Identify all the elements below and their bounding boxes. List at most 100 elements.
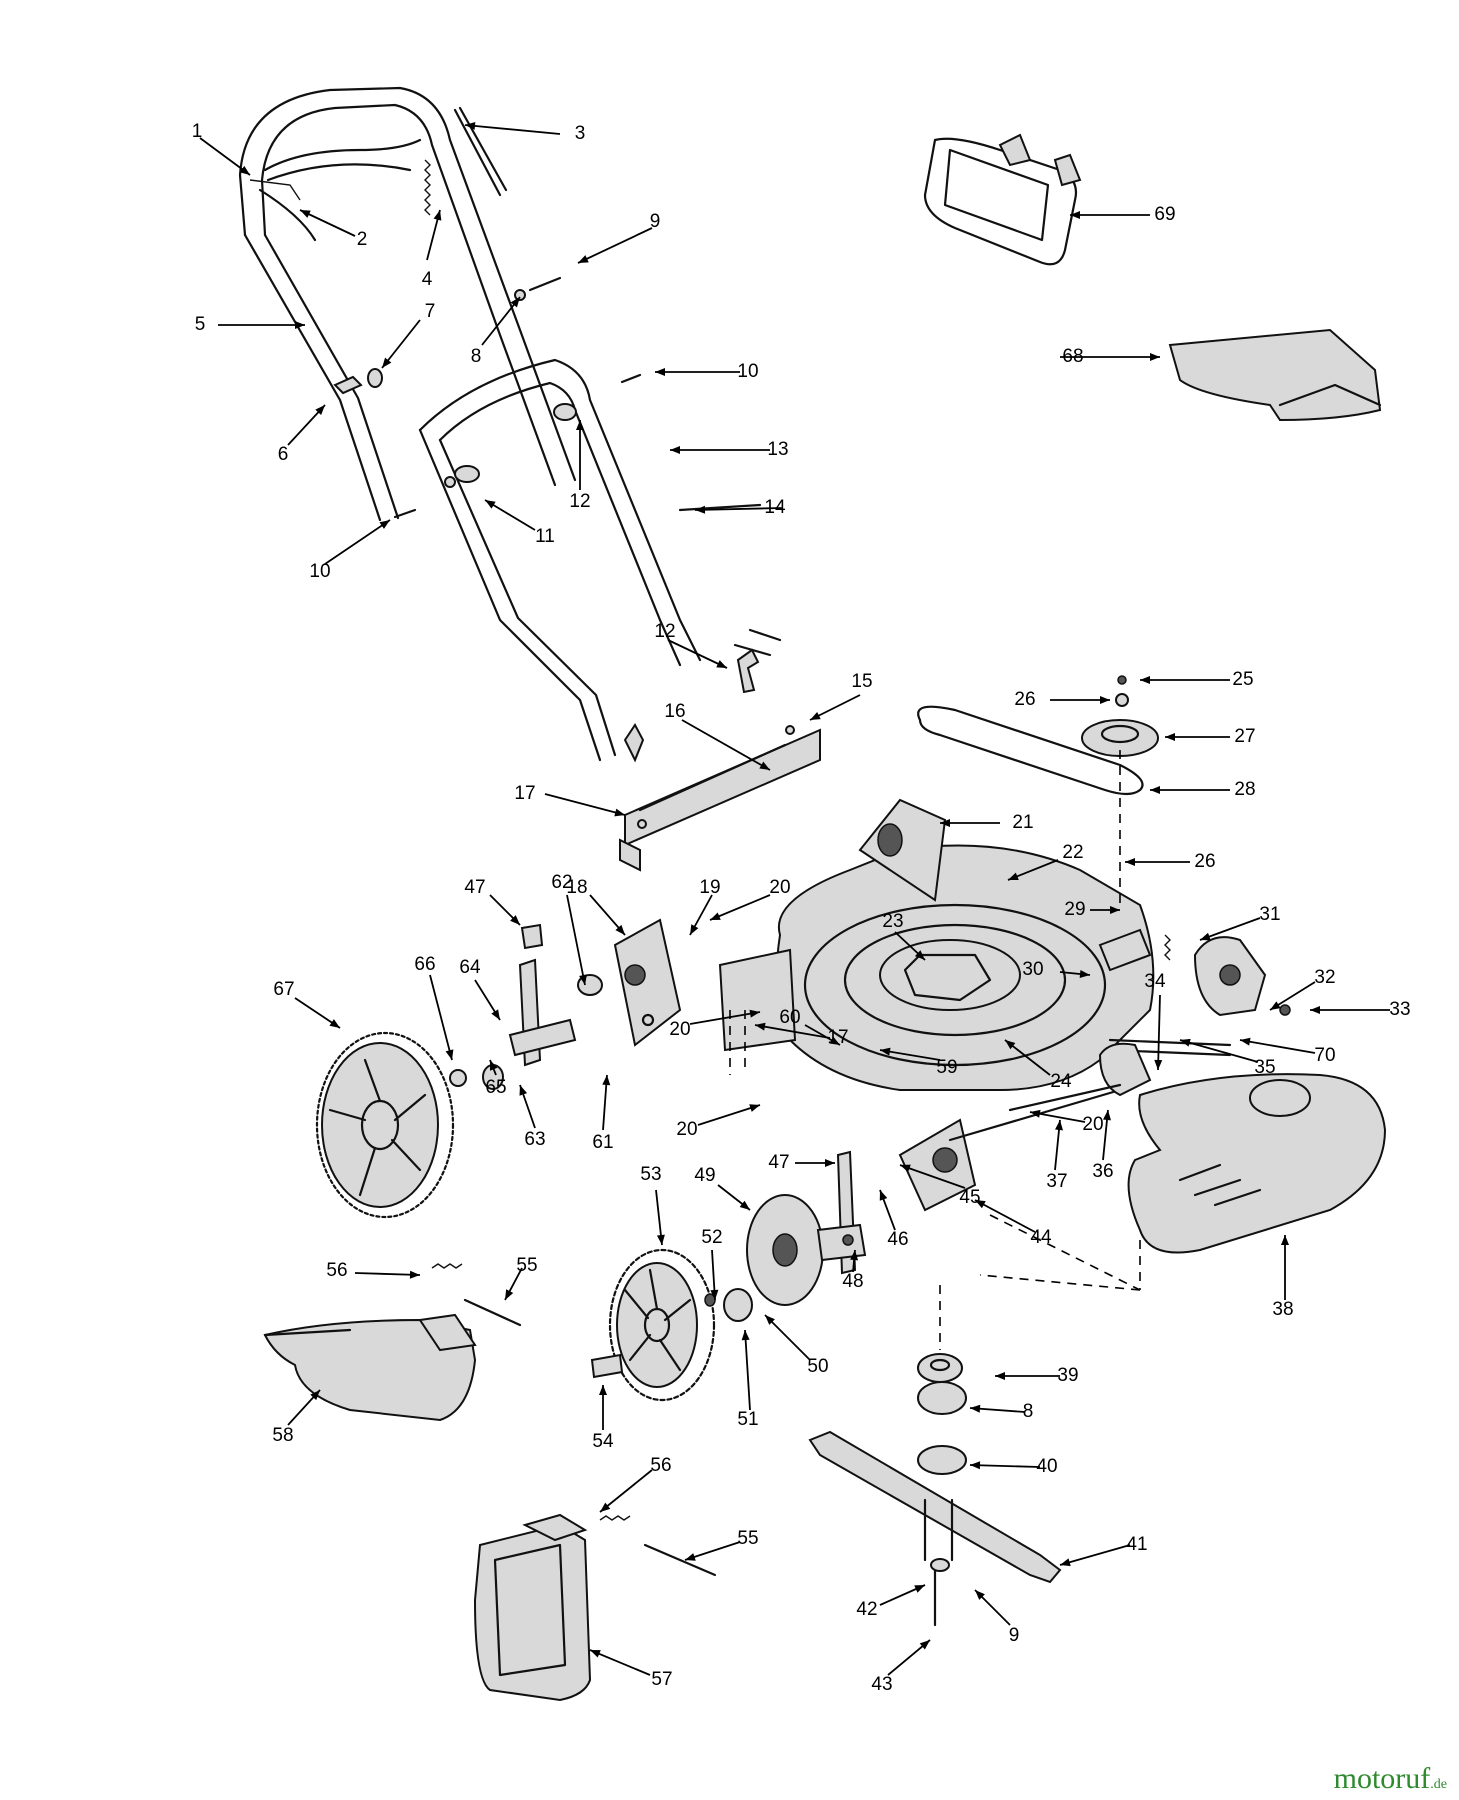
callout-arrowhead (599, 1385, 607, 1395)
callout-arrowhead (850, 1250, 859, 1261)
callout-20: 18 (566, 877, 626, 936)
callout-38: 32 (1269, 967, 1336, 1011)
rear-bracket-left (613, 918, 797, 1052)
callout-arrowhead (755, 1022, 766, 1031)
callout-arrowhead (578, 255, 589, 263)
callout-label: 55 (516, 1255, 537, 1276)
callout-arrowhead (655, 368, 665, 376)
callout-arrowhead (1125, 858, 1135, 866)
callout-label: 26 (1014, 689, 1035, 710)
callout-label: 39 (1057, 1365, 1078, 1386)
callout-1: 2 (299, 209, 367, 250)
callout-label: 20 (669, 1019, 690, 1040)
callout-leader-line (566, 894, 586, 986)
callout-8: 9 (577, 211, 660, 264)
spring-part (424, 159, 431, 216)
callout-arrowhead (491, 1009, 500, 1020)
callout-label: 20 (769, 877, 790, 898)
callout-arrowhead (995, 1372, 1005, 1380)
callout-40: 34 (1144, 971, 1166, 1071)
callout-label: 27 (1234, 726, 1255, 747)
lower-handle (418, 358, 782, 762)
callout-34: 28 (1150, 779, 1256, 800)
control-cable (453, 106, 508, 197)
callout-44: 38 (1272, 1235, 1294, 1320)
callout-25: 20 (1029, 1109, 1104, 1135)
callout-33: 27 (1165, 726, 1256, 747)
callout-31: 26 (1014, 689, 1110, 710)
callout-leader-line (744, 1329, 751, 1411)
callout-arrowhead (614, 808, 625, 817)
callout-26: 21 (940, 812, 1034, 833)
callout-arrowhead (919, 1640, 930, 1650)
callout-label: 22 (1062, 842, 1083, 863)
callout-58: 49 (694, 1165, 751, 1211)
callout-leader-line (1179, 1039, 1259, 1063)
callout-arrowhead (710, 1289, 719, 1300)
callout-label: 19 (699, 877, 720, 898)
callout-label: 17 (514, 783, 535, 804)
callout-label: 40 (1036, 1456, 1057, 1477)
rear-flap (619, 725, 821, 872)
callout-4: 5 (195, 314, 305, 335)
callout-label: 31 (1259, 904, 1280, 925)
callout-arrowhead (1281, 1235, 1289, 1245)
callout-label: 25 (1232, 669, 1253, 690)
callout-arrowhead (510, 297, 520, 308)
callout-leader-line (324, 519, 391, 565)
callout-arrowhead (1005, 1040, 1016, 1050)
callout-50: 9 (974, 1589, 1019, 1646)
callout-arrowhead (1103, 1110, 1111, 1121)
callout-arrowhead (409, 1270, 420, 1279)
callout-leader-line (599, 1469, 653, 1513)
callout-81: 70 (1239, 1037, 1336, 1066)
callout-48: 41 (1059, 1534, 1148, 1567)
callout-label: 20 (676, 1119, 697, 1140)
callout-21: 19 (689, 877, 721, 936)
callout-label: 34 (1144, 971, 1166, 992)
callout-label: 44 (1030, 1227, 1052, 1248)
callout-leader-line (709, 894, 771, 921)
rear-discharge-guard (263, 1313, 477, 1422)
callout-label: 24 (1050, 1071, 1072, 1092)
callout-arrowhead (940, 819, 950, 827)
callout-label: 68 (1062, 346, 1083, 367)
drive-belt-assembly (917, 675, 1159, 796)
callout-label: 12 (569, 491, 590, 512)
callout-arrowhead (600, 1502, 611, 1512)
callout-59: 50 (764, 1314, 829, 1377)
callout-arrowhead (970, 1404, 981, 1413)
front-axle-bracket (898, 1088, 1122, 1212)
height-adjuster-front (816, 1150, 867, 1275)
mower-deck (775, 798, 1155, 1091)
assembly-lines (729, 750, 1141, 1350)
callout-37: 31 (1199, 904, 1281, 941)
handle-hardware (333, 276, 762, 763)
callout-arrowhead (329, 1019, 340, 1028)
callout-arrowhead (315, 405, 325, 416)
callout-label: 18 (566, 877, 587, 898)
callout-arrowhead (1055, 1120, 1063, 1131)
callout-leader-line (354, 1272, 421, 1276)
callout-69: 58 (272, 1389, 321, 1446)
callout-label: 61 (592, 1132, 613, 1153)
callout-70: 59 (879, 1047, 958, 1078)
callout-label: 28 (1234, 779, 1255, 800)
callout-arrowhead (579, 974, 587, 985)
control-bail (258, 163, 412, 242)
callout-arrowhead (1110, 906, 1120, 914)
rear-wheel-large (315, 1031, 455, 1219)
callout-leader-line (899, 1164, 966, 1189)
height-adjuster-rear (449, 923, 603, 1090)
callout-label: 49 (694, 1165, 715, 1186)
callout-label: 55 (737, 1528, 758, 1549)
callout-9: 10 (655, 361, 759, 382)
callout-18: 17 (514, 783, 626, 817)
brand-suffix: .de (1430, 1777, 1447, 1792)
callout-arrowhead (519, 1085, 528, 1096)
callout-label: 62 (551, 872, 572, 893)
callout-leader-line (764, 1314, 811, 1361)
front-wheel (608, 1248, 716, 1402)
